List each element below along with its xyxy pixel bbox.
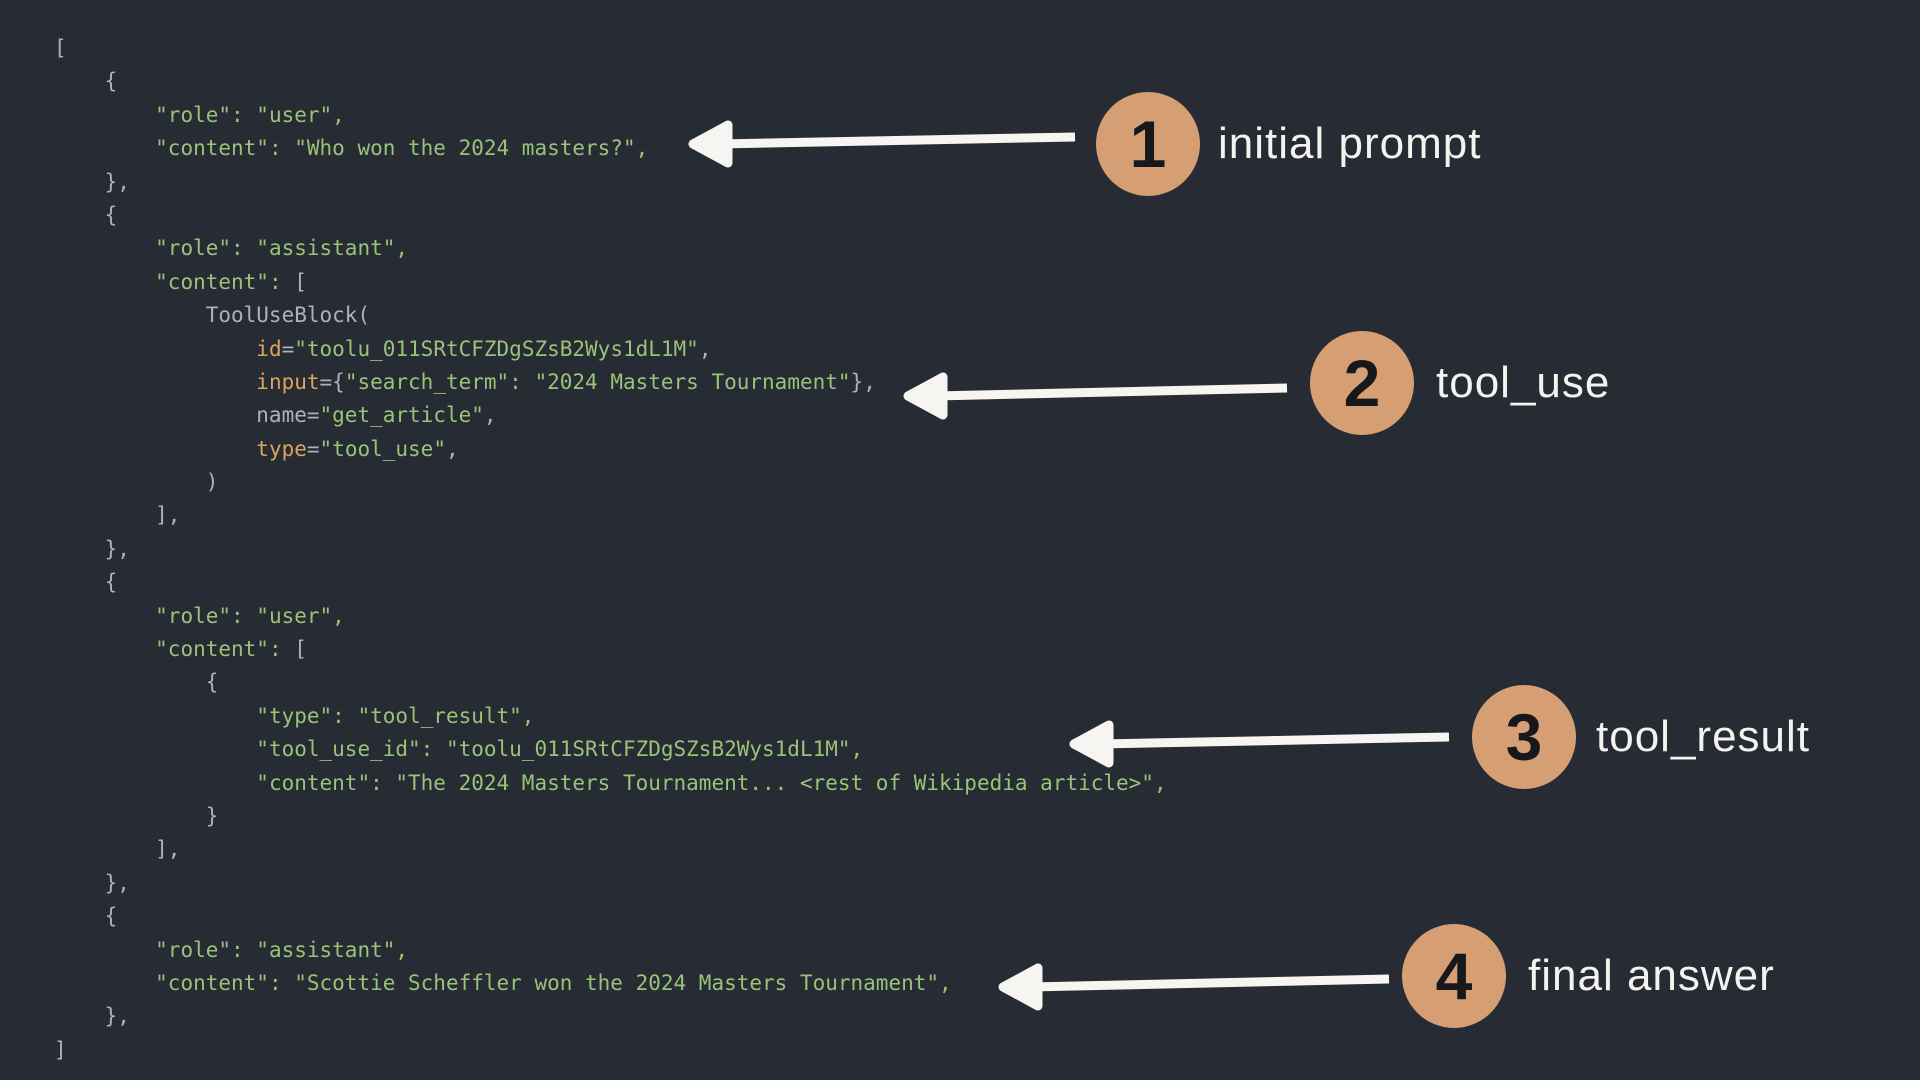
code-line: "tool_use_id": "toolu_011SRtCFZDgSZsB2Wy…: [256, 737, 864, 762]
code-line: [: [54, 36, 67, 60]
annotation-label-tool-use: tool_use: [1436, 358, 1611, 407]
annotation-badge-3: 3: [1472, 685, 1576, 789]
code-line: ]: [54, 1037, 67, 1062]
arrow-head-icon: [903, 372, 948, 420]
arrow-shaft: [1029, 974, 1390, 992]
code-line: ToolUseBlock(: [54, 303, 371, 328]
arrow-head-icon: [998, 963, 1043, 1011]
callout-arrow-3: [1069, 720, 1450, 768]
code-line: "content": "Scottie Scheffler won the 20…: [155, 970, 952, 995]
arrow-head-icon: [688, 120, 733, 168]
code-line: }: [54, 803, 219, 828]
code-line: ): [54, 470, 219, 495]
code-line: {: [54, 69, 118, 94]
annotation-label-initial-prompt: initial prompt: [1218, 119, 1482, 168]
code-line: name="get_article",: [54, 403, 497, 428]
callout-arrow-2: [903, 372, 1288, 420]
code-line: "role": "user",: [155, 603, 345, 628]
callout-arrow-4: [998, 963, 1390, 1011]
arrow-shaft: [934, 383, 1288, 401]
code-line: },: [54, 169, 130, 194]
annotation-number: 4: [1435, 939, 1473, 1013]
code-line: ],: [54, 503, 181, 528]
annotation-badge-2: 2: [1310, 331, 1414, 435]
annotation-label-final-answer: final answer: [1528, 951, 1775, 1000]
code-line: id="toolu_011SRtCFZDgSZsB2Wys1dL1M",: [256, 336, 712, 361]
callout-arrow-1: [688, 120, 1076, 168]
code-line: },: [54, 1004, 130, 1029]
code-line: },: [54, 536, 130, 561]
arrow-shaft: [1100, 732, 1450, 749]
code-line: "content": "Who won the 2024 masters?",: [155, 136, 649, 161]
annotation-number: 3: [1505, 700, 1543, 774]
code-line: "role": "user",: [155, 102, 345, 127]
code-line: "role": "assistant",: [155, 236, 409, 261]
code-line: "content": [: [155, 637, 307, 662]
annotation-label-tool-result: tool_result: [1596, 712, 1811, 761]
code-line: "content": [: [155, 269, 307, 294]
code-line: {: [54, 202, 118, 227]
code-line: },: [54, 870, 130, 895]
arrow-head-icon: [1069, 720, 1114, 768]
annotation-badge-4: 4: [1402, 924, 1506, 1028]
code-line: ],: [54, 837, 181, 862]
code-line: "type": "tool_result",: [256, 703, 535, 728]
code-line: {: [54, 670, 219, 695]
code-snippet: [ { "role": "user", "content": "Who won …: [54, 32, 1167, 1067]
code-line: input={"search_term": "2024 Masters Tour…: [256, 369, 876, 394]
annotation-number: 2: [1343, 346, 1381, 420]
annotation-badge-1: 1: [1096, 92, 1200, 196]
code-line: {: [54, 904, 118, 929]
code-line: "content": "The 2024 Masters Tournament.…: [256, 770, 1167, 795]
code-line: type="tool_use",: [256, 436, 459, 461]
annotation-number: 1: [1129, 107, 1167, 181]
code-line: {: [54, 570, 118, 595]
arrow-shaft: [719, 132, 1076, 149]
code-line: "role": "assistant",: [155, 937, 409, 962]
